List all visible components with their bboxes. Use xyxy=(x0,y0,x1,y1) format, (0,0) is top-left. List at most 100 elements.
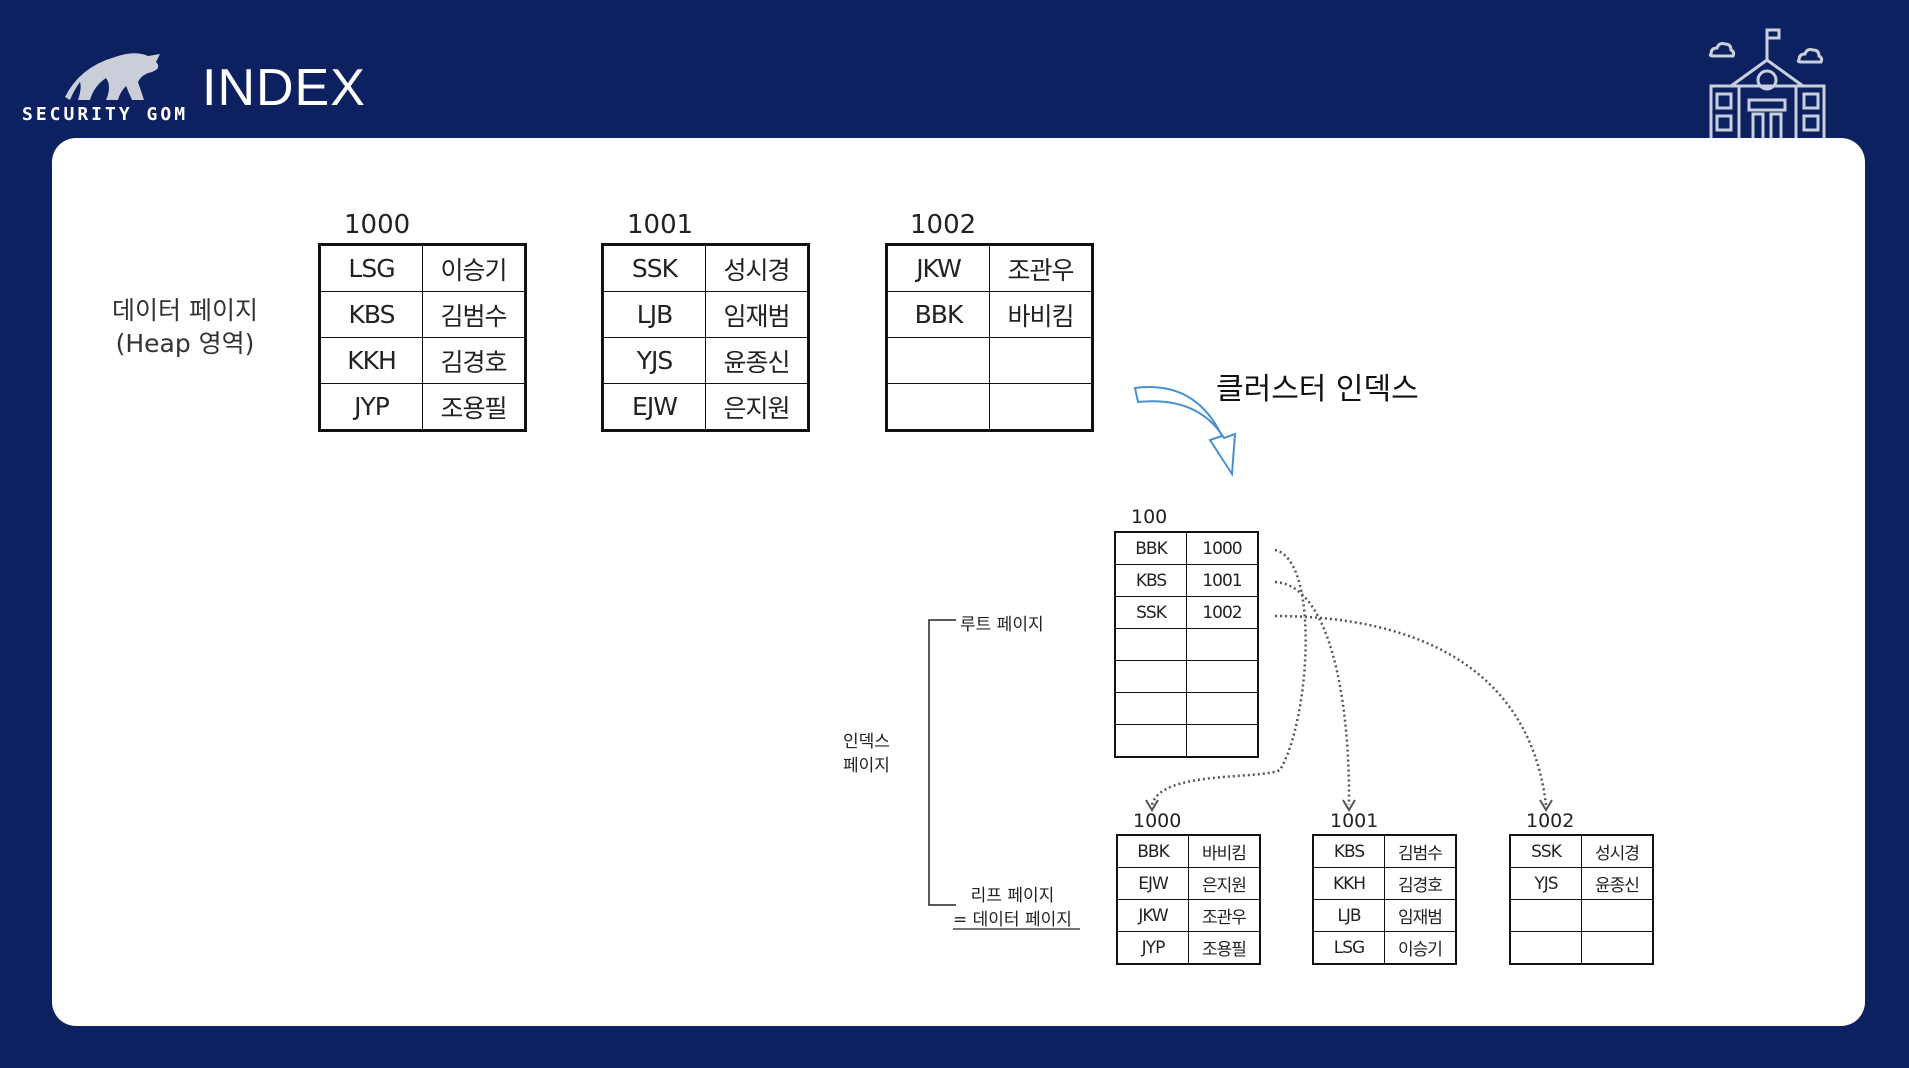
value-cell: 바비킴 xyxy=(989,291,1093,338)
leaf-page-label-line1: 리프 페이지 xyxy=(970,886,1055,906)
value-cell: 이승기 xyxy=(422,244,526,292)
arrow-head-1000 xyxy=(1145,799,1159,812)
value-cell xyxy=(989,383,1093,431)
value-cell: 윤종신 xyxy=(1581,867,1654,900)
pointer-arrow-1000 xyxy=(1150,548,1307,806)
value-cell: 조용필 xyxy=(1188,931,1261,965)
value-cell: 은지원 xyxy=(1188,867,1261,900)
value-cell: 조용필 xyxy=(422,383,526,431)
data-page-1001-id: 1001 xyxy=(627,210,694,240)
value-cell: 바비킴 xyxy=(1188,834,1261,868)
heap-label-line1: 데이터 페이지 xyxy=(112,296,258,325)
leaf-page-1000-id: 1000 xyxy=(1133,810,1182,832)
table-row xyxy=(1509,899,1654,932)
pointer-cell xyxy=(1186,724,1259,758)
leaf-page-label-line2: = 데이터 페이지 xyxy=(953,910,1072,930)
value-cell: 임재범 xyxy=(705,291,809,338)
pointer-arrow-1001 xyxy=(1274,580,1351,806)
key-cell: SSK xyxy=(1114,596,1187,629)
key-cell xyxy=(1114,628,1187,661)
value-cell: 김경호 xyxy=(422,337,526,384)
value-cell: 임재범 xyxy=(1384,899,1457,932)
pointer-cell: 1000 xyxy=(1186,531,1259,565)
index-bracket xyxy=(928,619,956,906)
pointer-cell xyxy=(1186,692,1259,725)
key-cell: KBS xyxy=(1114,564,1187,597)
key-cell: BBK xyxy=(886,291,990,338)
key-cell: LSG xyxy=(319,244,423,292)
table-row xyxy=(1114,628,1259,661)
key-cell: KKH xyxy=(319,337,423,384)
value-cell: 은지원 xyxy=(705,383,809,431)
key-cell: BBK xyxy=(1116,834,1189,868)
key-cell xyxy=(1509,899,1582,932)
heap-label: 데이터 페이지 (Heap 영역) xyxy=(112,294,258,360)
key-cell: KBS xyxy=(319,291,423,338)
table-row xyxy=(886,383,1093,431)
key-cell: KBS xyxy=(1312,834,1385,868)
cluster-index-label: 클러스터 인덱스 xyxy=(1216,372,1419,407)
page-title: INDEX xyxy=(202,59,366,117)
pointer-cell: 1001 xyxy=(1186,564,1259,597)
value-cell xyxy=(1581,899,1654,932)
leaf-page-1002-id: 1002 xyxy=(1526,810,1575,832)
index-page-label-line2: 페이지 xyxy=(843,756,890,776)
key-cell xyxy=(886,383,990,431)
root-page-id: 100 xyxy=(1131,506,1168,528)
data-page-1002-id: 1002 xyxy=(910,210,977,240)
data-page-1000-id: 1000 xyxy=(344,210,411,240)
value-cell: 조관우 xyxy=(1188,899,1261,932)
leaf-page-label: 리프 페이지 = 데이터 페이지 xyxy=(953,884,1072,932)
value-cell: 조관우 xyxy=(989,244,1093,292)
value-cell: 이승기 xyxy=(1384,931,1457,965)
key-cell: JYP xyxy=(1116,931,1189,965)
brand-text: SECURITY GOM xyxy=(22,104,189,125)
value-cell: 성시경 xyxy=(1581,834,1654,868)
pointer-cell: 1002 xyxy=(1186,596,1259,629)
key-cell: BBK xyxy=(1114,531,1187,565)
value-cell xyxy=(1581,931,1654,965)
key-cell xyxy=(1509,931,1582,965)
value-cell xyxy=(989,337,1093,384)
pointer-cell xyxy=(1186,628,1259,661)
table-row xyxy=(1509,931,1654,965)
key-cell: YJS xyxy=(1509,867,1582,900)
table-row xyxy=(1114,724,1259,758)
table-row xyxy=(1114,692,1259,725)
pointer-arrow-1002 xyxy=(1274,614,1548,806)
pointer-arrows xyxy=(1150,548,1548,806)
index-page-label: 인덱스 페이지 xyxy=(843,730,890,778)
arrow-head-1001 xyxy=(1342,799,1356,812)
key-cell: LJB xyxy=(1312,899,1385,932)
value-cell: 윤종신 xyxy=(705,337,809,384)
root-page-label: 루트 페이지 xyxy=(960,615,1044,635)
arrow-heads xyxy=(1145,799,1553,812)
cluster-arrow xyxy=(1133,386,1237,478)
heap-label-line2: (Heap 영역) xyxy=(115,329,255,358)
